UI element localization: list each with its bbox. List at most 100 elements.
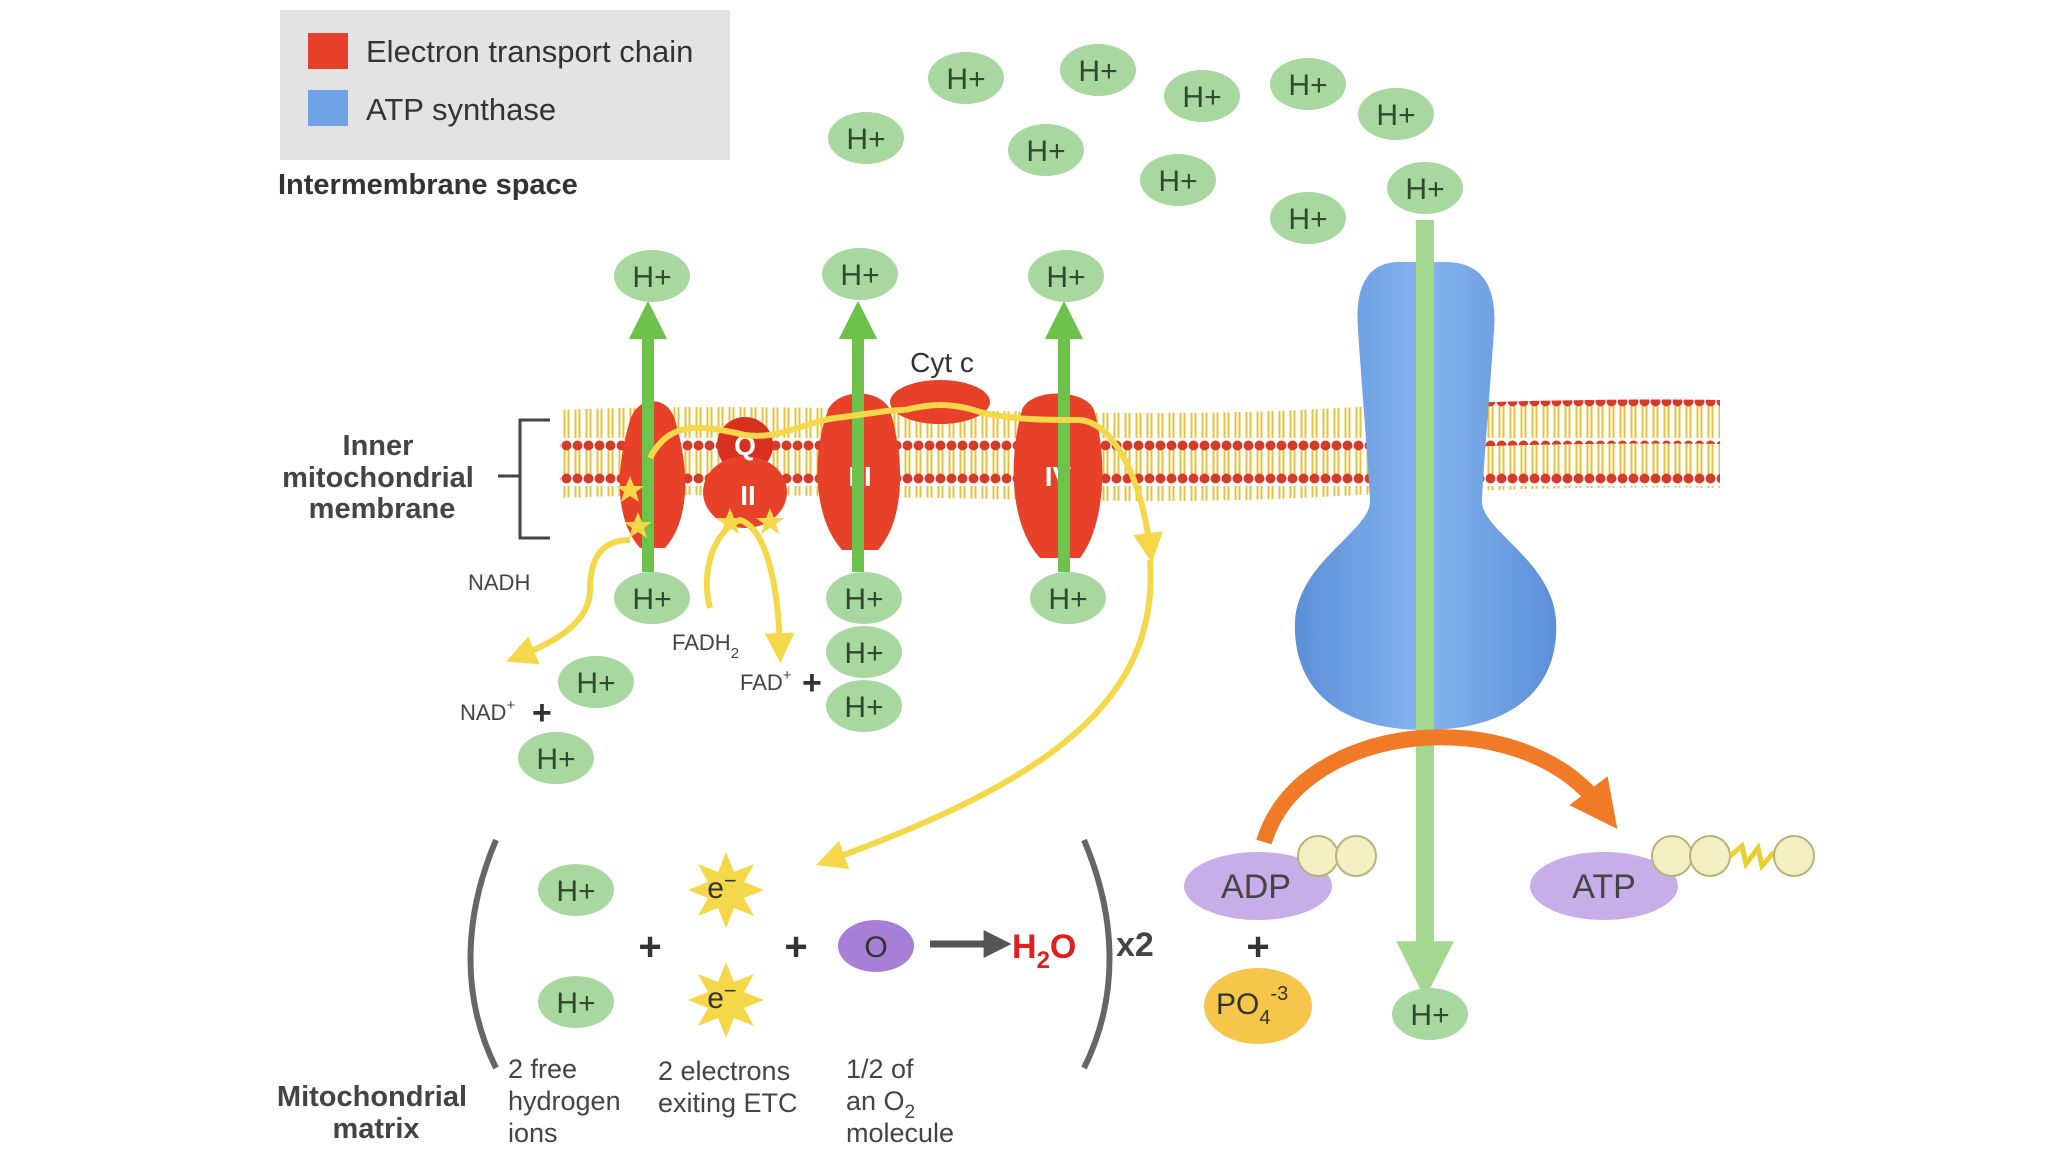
svg-text:H+: H+	[1026, 135, 1065, 168]
atp-molecule	[1530, 852, 1678, 920]
legend-label-synthase: ATP synthase	[366, 92, 556, 127]
electron-star-icon	[688, 962, 764, 1038]
svg-text:H+: H+	[1288, 69, 1327, 102]
star-icon	[624, 512, 652, 538]
electron-star-icon	[688, 852, 764, 928]
membrane-label: Inner mitochondrial membrane	[282, 430, 482, 525]
oxygen-atom	[838, 920, 914, 972]
svg-text:H+: H+	[1078, 55, 1117, 88]
cytochrome-c	[890, 380, 990, 424]
svg-text:H+: H+	[844, 691, 883, 724]
svg-text:H+: H+	[1376, 99, 1415, 132]
svg-text:H+: H+	[1288, 203, 1327, 236]
electron-path-to-cyt	[904, 402, 1163, 563]
phosphate-molecule	[1204, 968, 1312, 1044]
close-paren	[1081, 838, 1113, 1070]
energy-bond-icon	[1728, 841, 1776, 872]
svg-text:e−: e−	[707, 978, 737, 1015]
proton-matrix-nad-2: H+	[518, 732, 594, 784]
electron-path-main	[647, 407, 906, 460]
atp-phosphate-2	[1689, 835, 1731, 877]
atp-phosphate-3	[1773, 835, 1815, 877]
label-electrons: 2 electrons exiting ETC	[658, 1056, 798, 1118]
adp-molecule	[1184, 852, 1332, 920]
svg-text:H+: H+	[1410, 999, 1449, 1032]
synthase-plus: +	[1246, 925, 1269, 969]
star-icon	[616, 476, 644, 502]
equation-plus-2: +	[784, 925, 807, 969]
proton-ims-9: H+	[1270, 192, 1346, 244]
complex-ii-label: II	[740, 480, 756, 511]
proton-ims-1: H+	[928, 52, 1004, 104]
matrix-label: Mitochondrial matrix	[277, 1081, 475, 1145]
nad-plus-label: NAD+	[460, 697, 515, 725]
proton-top-iii: H+	[822, 248, 898, 300]
proton-ims-2: H+	[1060, 44, 1136, 96]
svg-text:H+: H+	[1046, 261, 1085, 294]
proton-bottom-iii-1: H+	[826, 572, 902, 624]
proton-bottom-iv: H+	[1030, 572, 1106, 624]
open-paren	[467, 838, 499, 1070]
svg-text:H+: H+	[536, 743, 575, 776]
electron-1: e−	[688, 852, 764, 928]
star-icon	[756, 508, 784, 534]
svg-text:H+: H+	[1405, 173, 1444, 206]
electron-stars	[616, 476, 784, 538]
label-hydrogen-ions: 2 free hydrogen ions	[508, 1054, 628, 1148]
legend-swatch-synthase	[308, 90, 348, 126]
svg-text:H+: H+	[846, 123, 885, 156]
svg-text:H+: H+	[1158, 165, 1197, 198]
adp-label: ADP	[1221, 868, 1291, 906]
membrane-bracket	[498, 418, 550, 540]
proton-ims-3: H+	[1164, 70, 1240, 122]
proton-ims-5: H+	[1358, 88, 1434, 140]
adp-phosphate-2	[1335, 835, 1377, 877]
water-equation: H+ H+ + e− e− + O H2O x2 2 free hydrogen…	[467, 838, 1154, 1148]
atp-phosphate-1	[1651, 835, 1693, 877]
equation-proton-2: H+	[538, 976, 614, 1028]
equation-plus-1: +	[638, 925, 661, 969]
oxygen-label: O	[864, 931, 887, 964]
proton-bottom-i: H+	[614, 572, 690, 624]
legend-swatch-etc	[308, 33, 348, 69]
svg-text:H+: H+	[946, 63, 985, 96]
equation-proton-1: H+	[538, 864, 614, 916]
label-oxygen: 1/2 of an O2 molecule	[846, 1054, 954, 1148]
electron-2: e−	[688, 962, 764, 1038]
svg-text:H+: H+	[844, 637, 883, 670]
cytochrome-c-label: Cyt c	[910, 347, 974, 378]
proton-ims-8: H+	[1140, 154, 1216, 206]
multiplier-label: x2	[1116, 926, 1154, 964]
proton-bottom-iii-3: H+	[826, 680, 902, 732]
svg-text:H+: H+	[840, 259, 879, 292]
water-label: H2O	[1012, 928, 1076, 974]
nad-plus-sign: +	[532, 694, 552, 732]
atp-label: ATP	[1572, 868, 1636, 906]
intermembrane-space-label: Intermembrane space	[278, 169, 578, 201]
atp-formation-arrow	[1256, 729, 1618, 845]
svg-text:H+: H+	[556, 987, 595, 1020]
proton-ims-4: H+	[1270, 58, 1346, 110]
proton-ims-7: H+	[1008, 124, 1084, 176]
proton-top-iv: H+	[1028, 250, 1104, 302]
proton-top-i: H+	[614, 250, 690, 302]
svg-text:H+: H+	[1182, 81, 1221, 114]
svg-text:H+: H+	[1048, 583, 1087, 616]
proton-ims-6: H+	[828, 112, 904, 164]
complex-iv	[1013, 393, 1103, 558]
proton-ims-10: H+	[1387, 162, 1463, 214]
proton-matrix-nad-1: H+	[558, 656, 634, 708]
proton-pump-arrows	[628, 300, 1084, 572]
fad-plus-sign: +	[802, 664, 822, 702]
fadh-arrow	[703, 516, 795, 663]
proton-matrix-synthase: H+	[1392, 988, 1468, 1040]
nadh-label: NADH	[468, 570, 530, 595]
svg-text:H+: H+	[844, 583, 883, 616]
legend-box	[280, 10, 730, 160]
atp-synthesis: ADP + PO4-3 ATP	[1184, 729, 1815, 1044]
atp-synthase	[1294, 220, 1557, 999]
nadh-arrow	[506, 537, 631, 665]
fadh2-label: FADH2	[672, 630, 739, 662]
